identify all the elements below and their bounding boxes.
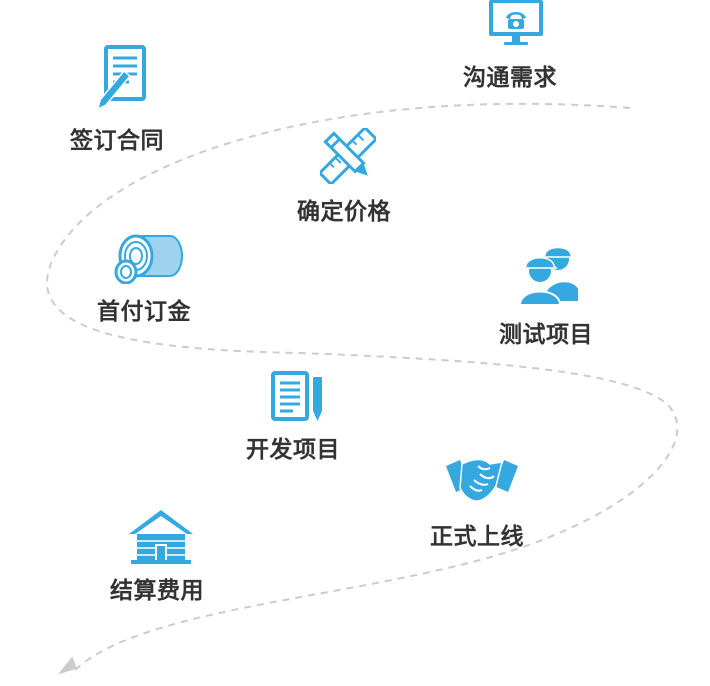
step-label: 确定价格	[297, 199, 391, 225]
step-label: 正式上线	[430, 524, 524, 550]
coin-stack-icon	[114, 234, 183, 284]
step-label: 沟通需求	[463, 65, 557, 91]
ruler-pencil-icon	[320, 128, 376, 184]
contract-pen-icon	[96, 45, 146, 111]
step-label: 结算费用	[110, 578, 204, 604]
document-pen-icon	[271, 371, 322, 421]
engineers-icon	[518, 246, 578, 305]
telephone-monitor-icon	[489, 0, 543, 45]
handshake-icon	[446, 458, 518, 502]
dashed-route	[46, 102, 679, 671]
step-label: 签订合同	[70, 128, 164, 154]
step-label: 开发项目	[246, 437, 340, 463]
house-icon	[129, 510, 193, 564]
step-label: 首付订金	[97, 299, 191, 325]
step-label: 测试项目	[499, 322, 593, 348]
arrowhead-icon	[57, 656, 77, 675]
